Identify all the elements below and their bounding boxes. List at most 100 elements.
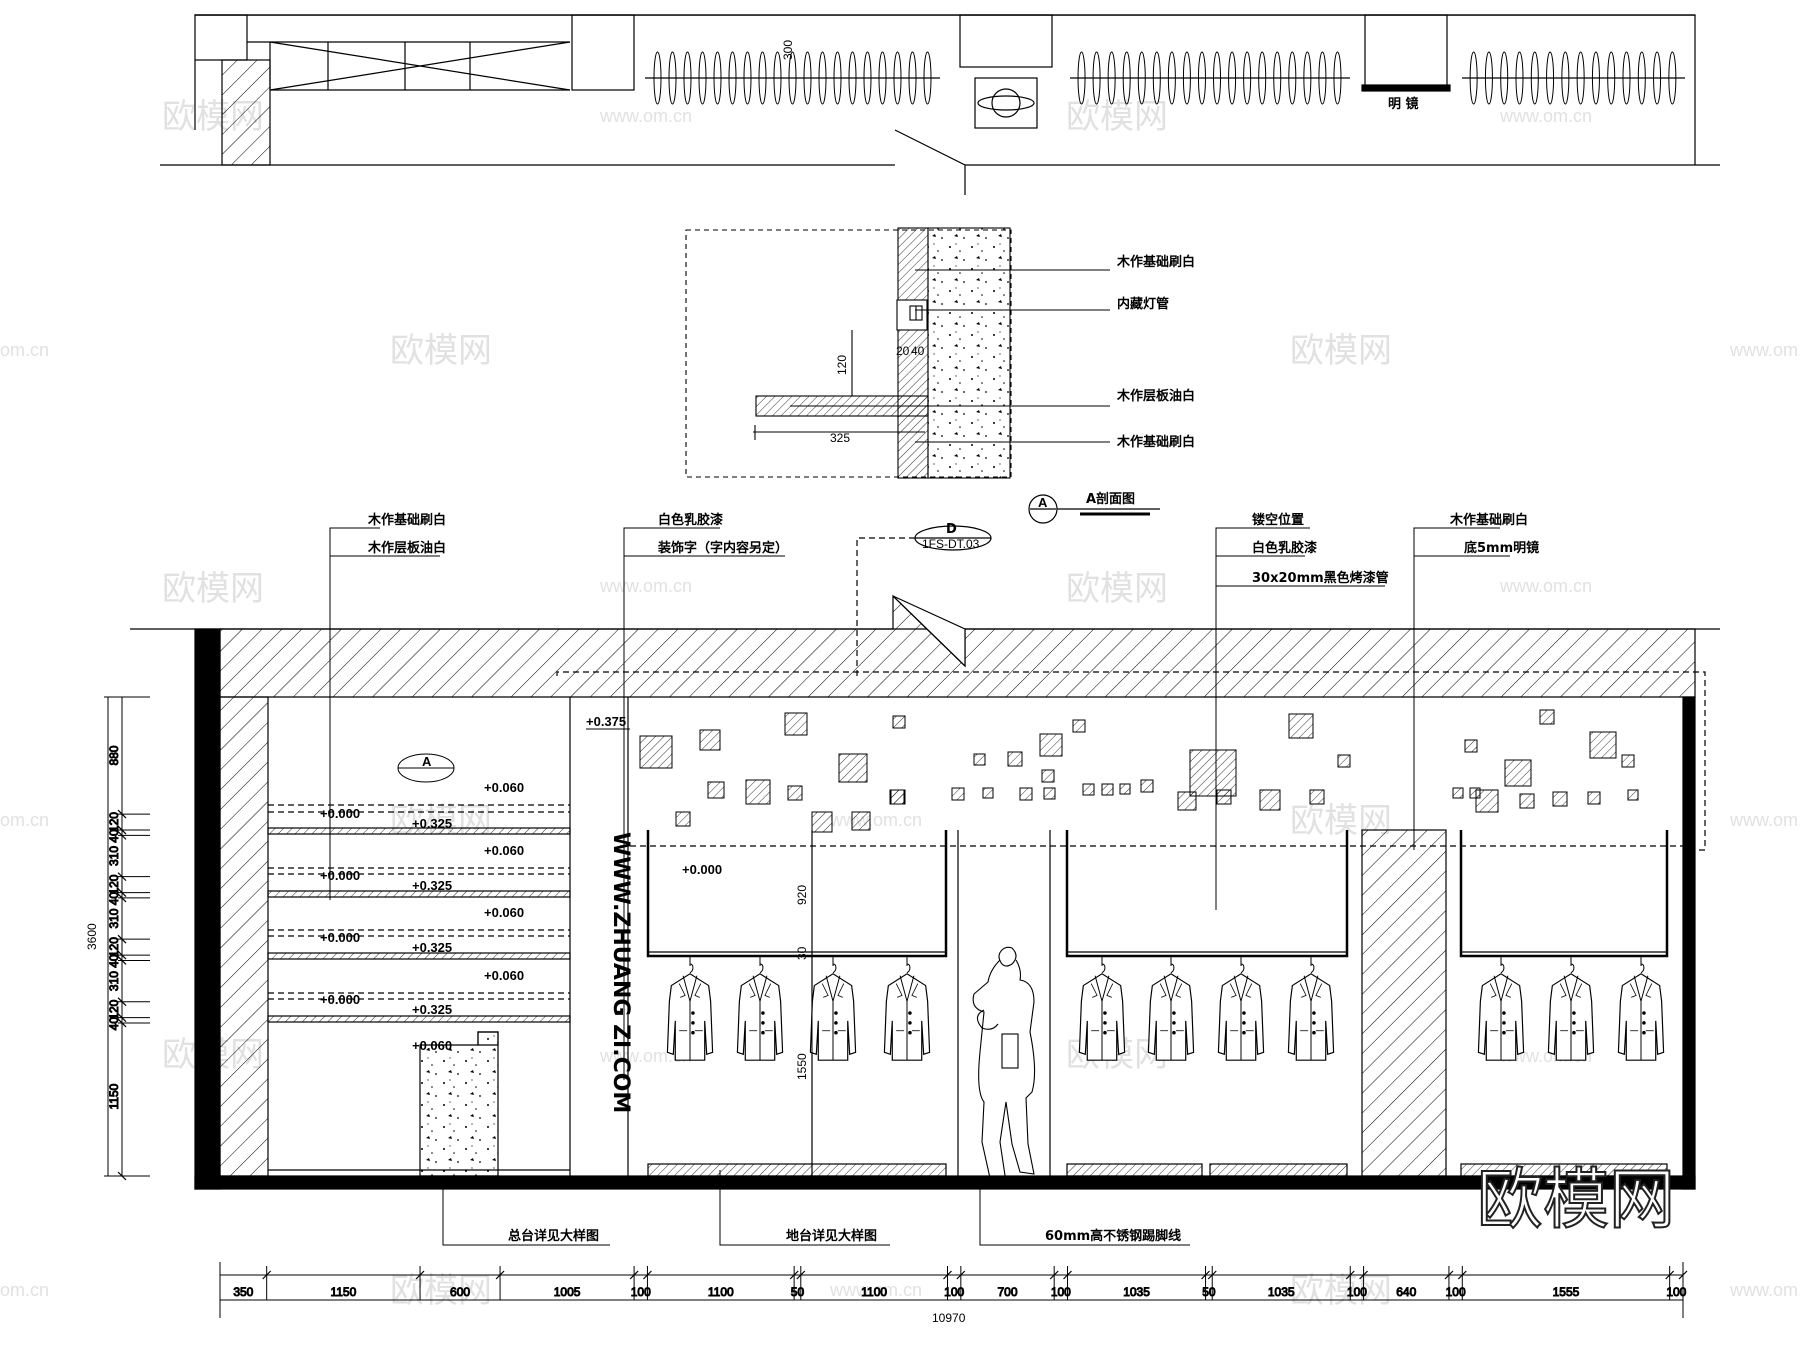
deco-tile <box>784 712 808 736</box>
plan-hanger <box>1167 51 1176 105</box>
deco-tile <box>675 811 691 827</box>
hdim-segment: 100 <box>1347 1285 1367 1299</box>
plan-hanger <box>1092 51 1101 105</box>
vdim-segment: 880 <box>107 745 121 765</box>
deco-tile <box>1259 789 1281 811</box>
vdim-segment: 310 <box>107 846 121 866</box>
plan-hanger <box>908 51 917 105</box>
deco-tile <box>1043 787 1056 800</box>
deco-tile <box>951 787 965 801</box>
jacket <box>666 963 714 1061</box>
hdim-segment: 600 <box>450 1285 470 1299</box>
callout-bottom-2: 地台详见大样图 <box>786 1228 877 1244</box>
hdim-segment: 1035 <box>1268 1285 1295 1299</box>
callout-g3-2: 白色乳胶漆 <box>1252 540 1317 556</box>
watermark-url: www.om.cn <box>599 576 692 596</box>
callout-bottom-1: 总台详见大样图 <box>508 1228 599 1244</box>
callout-g1-1: 木作基础刷白 <box>367 512 446 528</box>
deco-tile <box>1041 769 1055 783</box>
plan-hanger <box>863 51 872 105</box>
plan-hanger <box>923 51 932 105</box>
plan-hanger <box>713 51 722 105</box>
hdim-segment: 350 <box>233 1285 253 1299</box>
plan-hanger <box>1668 51 1677 105</box>
level-frame-zero: +0.000 <box>682 862 722 877</box>
plan-hanger <box>848 51 857 105</box>
deco-tile <box>1337 754 1351 768</box>
deco-tile <box>1072 719 1086 733</box>
d-symbol: D <box>946 522 957 537</box>
hdim-segment: 1100 <box>708 1285 734 1299</box>
callout-g4-2: 底5mm明镜 <box>1464 540 1539 556</box>
deco-tile <box>1140 779 1154 793</box>
vdim-segment: 120 <box>107 874 121 894</box>
watermark-url: www.om.cn <box>1499 576 1592 596</box>
jacket <box>809 963 857 1061</box>
deco-tile <box>889 789 905 805</box>
deco-tile <box>1464 739 1478 753</box>
hdim-total: 10970 <box>932 1311 966 1325</box>
plan-hanger <box>1515 51 1524 105</box>
vdim-segment: 40 <box>107 829 121 843</box>
plan-hanger <box>1273 51 1282 105</box>
section-a-detail: 325 120 20 40 木作基础刷白 内藏灯管 木作层板油白 木作基础刷白 <box>685 227 1195 479</box>
plan-hanger <box>1077 51 1086 105</box>
watermark-url: www.om.cn <box>1729 340 1800 360</box>
mirror-panel <box>1361 829 1447 1177</box>
idim-bottom: 1550 <box>795 1053 809 1080</box>
callout-g2-1: 白色乳胶漆 <box>658 512 723 528</box>
plan-hanger <box>803 51 812 105</box>
hdim-segment: 100 <box>1051 1285 1071 1299</box>
mirror-label: 明 镜 <box>1388 96 1419 112</box>
deco-tile <box>1189 749 1237 797</box>
plan-hanger <box>1288 51 1297 105</box>
idim-top: 920 <box>795 885 809 905</box>
level-desk: +0.060 <box>412 1038 452 1053</box>
watermark-url: www.om.cn <box>1499 106 1592 126</box>
section-label-1: 木作基础刷白 <box>1116 254 1195 270</box>
deco-tile <box>1539 709 1555 725</box>
plan-hanger <box>1318 51 1327 105</box>
hdim-segment: 700 <box>997 1285 1017 1299</box>
section-height-dim: 120 <box>835 355 849 375</box>
deco-tile <box>1552 791 1568 807</box>
deco-tile <box>1039 733 1063 757</box>
callout-g3-1: 镂空位置 <box>1251 512 1304 528</box>
vdim-segment: 310 <box>107 971 121 991</box>
plan-hanger <box>1258 51 1267 105</box>
hdim-segment: 1100 <box>861 1285 887 1299</box>
a-symbol: A <box>1038 495 1048 510</box>
plan-view: 明 镜 300 <box>160 14 1720 195</box>
hdim-segment: 1035 <box>1123 1285 1150 1299</box>
plan-hanger <box>893 51 902 105</box>
watermark-url: om.cn <box>0 340 49 360</box>
deco-tile <box>851 811 871 831</box>
plan-hanger <box>1637 51 1646 105</box>
deco-tile <box>787 785 803 801</box>
hanging-frame-2 <box>1065 830 1349 958</box>
deco-tile <box>1475 789 1499 813</box>
watermark-brand: 欧模网 <box>162 569 264 609</box>
callout-g1-2: 木作层板油白 <box>367 540 446 556</box>
plan-hanger <box>1500 51 1509 105</box>
callout-bottom-3: 60mm高不锈钢踢脚线 <box>1045 1228 1181 1244</box>
deco-tile <box>1589 731 1617 759</box>
plan-hanger <box>1576 51 1585 105</box>
level-zero-3: +0.000 <box>320 930 360 945</box>
vdim-segment: 40 <box>107 1017 121 1031</box>
plan-rail-dim: 300 <box>781 40 795 60</box>
jacket <box>1287 963 1335 1061</box>
callout-g2-2: 装饰字（字内容另定） <box>657 540 788 556</box>
jacket <box>883 963 931 1061</box>
plan-hanger <box>1303 51 1312 105</box>
plan-hanger <box>773 51 782 105</box>
plan-hanger <box>683 51 692 105</box>
hdim-segment: 1150 <box>330 1285 356 1299</box>
watermark-url: www.om.cn <box>829 810 922 830</box>
jacket <box>1617 963 1665 1061</box>
deco-tile <box>1519 793 1535 809</box>
plan-hanger <box>1469 51 1478 105</box>
deco-tile <box>1288 713 1314 739</box>
jacket <box>1078 963 1126 1061</box>
deco-tile <box>1007 751 1023 767</box>
